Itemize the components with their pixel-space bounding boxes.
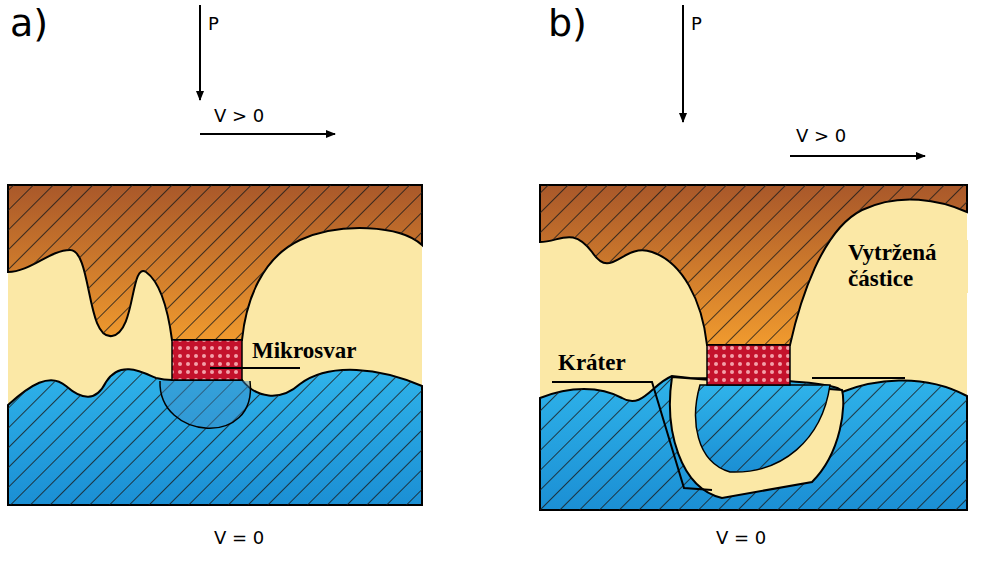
velocity-label: V > 0 bbox=[214, 106, 264, 127]
lower-hatch bbox=[8, 369, 422, 505]
panel-letter: b) bbox=[548, 2, 587, 46]
leader-line bbox=[210, 367, 300, 369]
force-symbol: P bbox=[691, 14, 702, 35]
force-arrow bbox=[682, 5, 684, 122]
upper-surface bbox=[540, 185, 967, 345]
velocity-label: V > 0 bbox=[796, 126, 846, 147]
weld-zone bbox=[160, 381, 250, 428]
microweld bbox=[172, 340, 242, 380]
gap-region bbox=[540, 185, 967, 510]
panel-letter: a) bbox=[10, 2, 48, 46]
force-arrow bbox=[199, 5, 201, 100]
velocity-arrow bbox=[790, 155, 925, 157]
gap-region bbox=[8, 185, 422, 505]
velocity-label: V = 0 bbox=[214, 528, 264, 549]
panel-b bbox=[540, 5, 967, 510]
torn-particle bbox=[696, 385, 830, 472]
upper-hatch bbox=[540, 185, 967, 345]
force-symbol: P bbox=[208, 14, 219, 35]
particle-hatch bbox=[696, 385, 830, 472]
callout-label: Mikrosvar bbox=[250, 338, 358, 364]
lower-surface bbox=[540, 376, 967, 510]
crater bbox=[670, 377, 843, 498]
leader-line bbox=[552, 382, 712, 490]
velocity-label: V = 0 bbox=[716, 528, 766, 549]
velocity-arrow bbox=[200, 133, 335, 135]
callout-label: Kráter bbox=[556, 350, 628, 376]
leader-line bbox=[812, 377, 905, 379]
panel-a bbox=[8, 5, 422, 505]
upper-surface bbox=[8, 185, 422, 340]
microweld bbox=[707, 345, 790, 385]
lower-hatch bbox=[540, 376, 967, 510]
upper-hatch bbox=[8, 185, 422, 340]
callout-label: Vytržená částice bbox=[846, 240, 968, 293]
lower-surface bbox=[8, 369, 422, 505]
